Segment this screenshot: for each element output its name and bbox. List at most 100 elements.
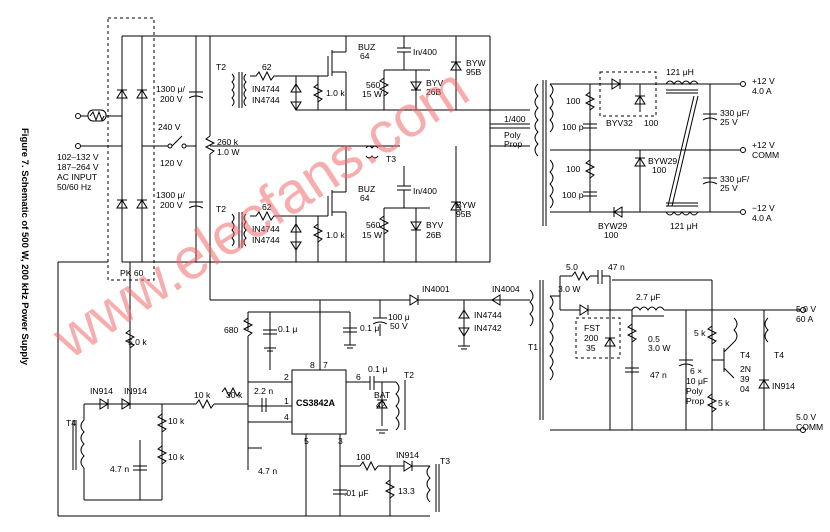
r05-value: 0.5 [648,334,660,344]
ac-range-1: 102–132 V [57,152,99,162]
cs3842a-chip [291,369,347,435]
byw29-a-label: BYW29 [648,156,677,166]
zener-a-label: IN4744 [252,84,280,94]
cap-top-value: 1300 μ/ [156,84,185,94]
r10k-b-label: 10 k [168,416,185,426]
in914-d-label: IN914 [772,381,795,391]
pin1-label: 1 [284,396,289,406]
r30k-label: 30 k [226,390,243,400]
switch-240v-label: 240 V [158,122,181,132]
c01-c-label: 0.1 μ [368,364,387,374]
out-5vcomm-label: COMM [796,422,823,432]
c01-a-label: 0.1 μ [278,324,297,334]
in914-b-label: IN914 [124,386,147,396]
ic-name: CS3842A [296,398,336,408]
in914-c-label: IN914 [396,450,419,460]
bat42-part: 42 [376,400,386,410]
byv-top-label: BYV [426,78,443,88]
ac-input: 102–132 V 187–264 V AC INPUT 50/60 Hz [57,109,122,192]
voltage-selector-switch[interactable]: 240 V 120 V [142,122,196,168]
pin7-label: 7 [323,360,328,370]
pin8-label: 8 [310,360,315,370]
r100-c-label: 100 [356,452,371,462]
bulk-capacitors: 1300 μ/ 200 V 1300 μ/ 200 V 260 k 1.0 W [156,36,240,300]
r560-bottom-value: 560 [366,220,381,230]
r680-label: 680 [224,325,239,335]
r5k-label: 5.0 k [128,337,147,347]
lower-mosfet-stage: T3 T2 62 IN4744 IN4744 1.0 k BUZ 64 In/4… [210,145,476,262]
feedback-network: 5.0 k IN914 IN914 10 k 30 k 2.2 n 10 k 1… [66,262,273,501]
t2-bottom-label: T2 [216,204,226,214]
out-5v-voltage: 5.0 V [796,304,816,314]
ac-input-label: AC INPUT [57,172,98,182]
t4-a-label: T4 [740,350,750,360]
cap6x-count: 6 × [690,366,702,376]
r62-top-label: 62 [262,62,272,72]
out-minus12-current: 4.0 A [752,213,772,223]
out-plus12-current: 4.0 A [752,86,772,96]
poly-cap-value: 1/400 [504,114,526,124]
fst-label: FST [584,323,601,333]
inductor-top-label: 121 μH [666,67,694,77]
twelve-volt-outputs: 100 100 p 100 100 p BYV32 100 BYW29 100 … [549,67,779,240]
poly-cap-type-1: Poly [504,130,521,140]
cap-bottom-voltage: 200 V [160,200,183,210]
c330-top-value: 330 μF/ [720,108,750,118]
r1k-bottom-label: 1.0 k [326,230,345,240]
byv-bottom-part: 26B [426,230,442,240]
t3-bottom-label: T3 [440,456,450,466]
c100u-value: 100 μ [388,312,410,322]
byw-bottom-part: 95B [456,209,472,219]
r5-0-label: 5.0 [566,262,578,272]
bridge-rectifier-pk60: PK 60 [107,17,196,281]
switch-120v-label: 120 V [160,158,183,168]
r1k-top-label: 1.0 k [326,88,345,98]
out-12comm-label: COMM [752,150,779,160]
out-12comm-voltage: +12 V [752,140,775,150]
r560-bottom-power: 15 W [362,230,383,240]
fst-part-1: 200 [584,333,599,343]
c22n-label: 2.2 n [254,386,273,396]
c100p-b-label: 100 p [562,190,584,200]
r260k-value: 260 k [217,137,239,147]
byv-top-part: 26B [426,87,442,97]
c47n-d-label: 47 n [650,370,667,380]
cap6x-value: 10 μF [686,376,708,386]
in914-a-label: IN914 [90,386,113,396]
snubber-top-cap: In/400 [413,47,437,57]
byw29-b-label: BYW29 [598,221,627,231]
out-minus12-voltage: −12 V [752,203,775,213]
snubber-bottom-cap: In/400 [413,186,437,196]
r62-bottom-label: 62 [262,202,272,212]
in4001-label: IN4001 [422,284,450,294]
upper-mosfet-stage: T2 62 IN4744 IN4744 1.0 k BUZ 64 In/400 [216,36,490,111]
t4-b-label: T4 [774,350,784,360]
r133-label: 13.3 [398,486,415,496]
zener-e-label: IN4744 [474,310,502,320]
byw-bottom-label: BYW [456,200,476,210]
buz-bottom-part: 64 [360,193,370,203]
q2n-label-2: 39 [740,374,750,384]
t2-ic-label: T2 [404,370,414,380]
poly-cap-type-2: Prop [504,139,522,149]
c01-b-label: 0.1 μ [360,323,379,333]
in4004-label: IN4004 [492,284,520,294]
byv-bottom-label: BYV [426,220,443,230]
bat42-label: BAT [374,390,391,400]
inductor-bottom-label: 121 μH [670,221,698,231]
cap-top-voltage: 200 V [160,94,183,104]
r100-a-label: 100 [566,96,581,106]
r560-top-value: 560 [366,80,381,90]
zener-c-label: IN4744 [252,224,280,234]
r3w-label: 3.0 W [558,284,581,294]
q2n-label-1: 2N [740,364,751,374]
c100u-voltage: 50 V [390,321,408,331]
zener-4742-label: IN4742 [474,323,502,333]
q2n-label-3: 04 [740,384,750,394]
c01u-label: .01 μF [344,488,369,498]
cap6x-type-2: Prop [686,396,704,406]
r5k-b-label: 5 k [694,328,706,338]
r05-power: 3.0 W [648,343,671,353]
zener-d-label: IN4744 [252,235,280,245]
